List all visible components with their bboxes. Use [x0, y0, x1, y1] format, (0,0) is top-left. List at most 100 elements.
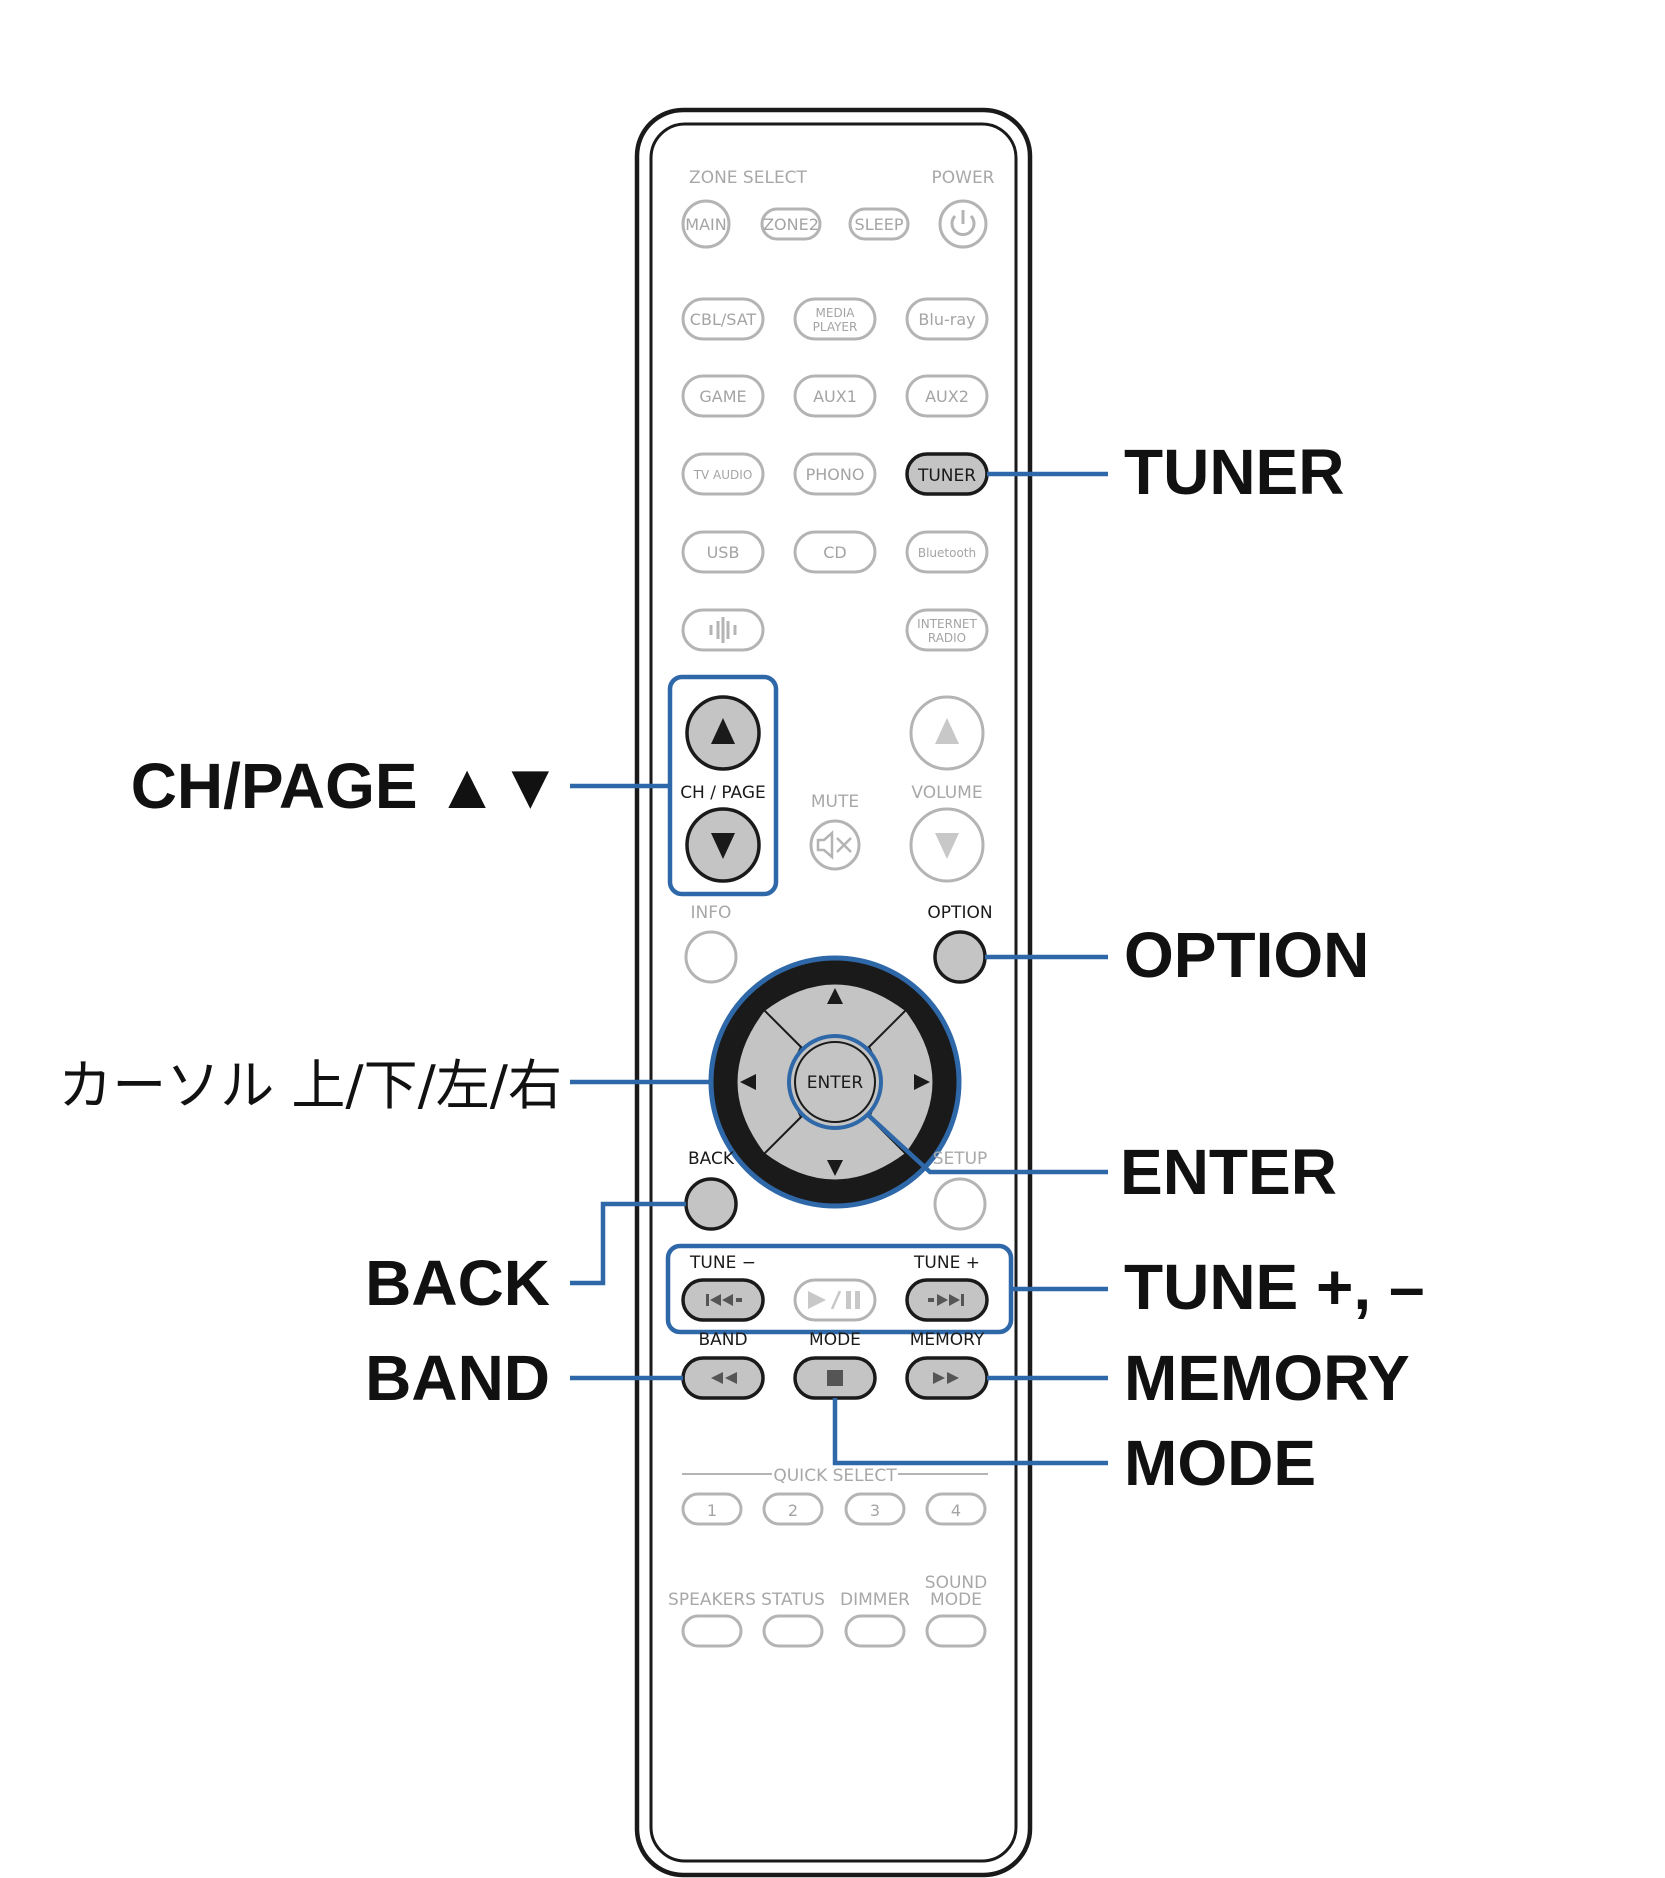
band-button[interactable]	[681, 1356, 765, 1400]
callout-option: OPTION	[1124, 919, 1369, 991]
bluray-button[interactable]: Blu-ray	[905, 297, 989, 341]
rewind-icon	[711, 1372, 737, 1384]
quick-select-2-button[interactable]: 2	[762, 1492, 824, 1526]
callout-cursor: カーソル 上/下/左/右	[58, 1054, 562, 1117]
arrow-left-icon	[740, 1074, 756, 1090]
enter-button[interactable]: ENTER	[787, 1034, 883, 1130]
volume-down-button[interactable]	[909, 807, 985, 883]
radio-label: RADIO	[928, 631, 966, 645]
zone-select-label: ZONE SELECT	[689, 168, 808, 188]
tuner-button[interactable]: TUNER	[905, 452, 989, 496]
quick-select-4-button[interactable]: 4	[925, 1492, 987, 1526]
tune-plus-label: TUNE +	[913, 1253, 980, 1273]
callout-ch-page: CH/PAGE ▲▼	[131, 750, 562, 822]
memory-button[interactable]	[905, 1356, 989, 1400]
phono-button[interactable]: PHONO	[793, 452, 877, 496]
zone2-label: ZONE2	[763, 215, 819, 234]
usb-button[interactable]: USB	[681, 530, 765, 574]
main-label: MAIN	[685, 215, 726, 234]
sound-mode-label: MODE	[930, 1590, 982, 1610]
game-button[interactable]: GAME	[681, 374, 765, 418]
usb-label: USB	[707, 543, 740, 562]
speakers-label: SPEAKERS	[668, 1590, 756, 1610]
tv-audio-label: TV AUDIO	[693, 468, 753, 482]
sleep-button[interactable]: SLEEP	[848, 207, 910, 241]
power-button[interactable]	[938, 199, 988, 249]
callout-back: BACK	[365, 1247, 550, 1319]
cbl-sat-label: CBL/SAT	[690, 310, 757, 329]
callout-tuner: TUNER	[1124, 436, 1344, 508]
tv-audio-button[interactable]: TV AUDIO	[681, 452, 765, 496]
leader-lines	[570, 471, 1108, 1466]
dimmer-button[interactable]	[844, 1614, 906, 1648]
info-button[interactable]	[684, 930, 738, 984]
enter-button-label: ENTER	[807, 1073, 864, 1093]
callout-tune: TUNE +, –	[1124, 1251, 1425, 1323]
power-label: POWER	[932, 168, 995, 188]
main-button[interactable]: MAIN	[681, 199, 731, 249]
media-label: MEDIA	[816, 306, 856, 320]
arrow-up-icon	[827, 988, 843, 1004]
ch-page-up-button[interactable]	[685, 695, 761, 771]
aux2-button[interactable]: AUX2	[905, 374, 989, 418]
internet-label: INTERNET	[917, 617, 977, 631]
quick-2-label: 2	[788, 1501, 798, 1520]
tune-minus-label: TUNE −	[689, 1253, 756, 1273]
player-label: PLAYER	[813, 320, 858, 334]
callout-mode: MODE	[1124, 1427, 1316, 1499]
quick-select-1-button[interactable]: 1	[681, 1492, 743, 1526]
status-label: STATUS	[761, 1590, 825, 1610]
cursor-pad[interactable]: ENTER	[708, 955, 962, 1209]
tuner-button-label: TUNER	[917, 466, 976, 486]
game-label: GAME	[699, 387, 746, 406]
aux1-button[interactable]: AUX1	[793, 374, 877, 418]
callout-enter: ENTER	[1120, 1136, 1337, 1208]
aux2-label: AUX2	[925, 387, 969, 406]
internet-radio-button[interactable]: INTERNET RADIO	[905, 608, 989, 652]
fast-forward-icon	[933, 1372, 959, 1384]
sound-label: SOUND	[925, 1573, 987, 1593]
back-button[interactable]	[684, 1177, 738, 1231]
leader-back	[570, 1201, 686, 1286]
speaker-mute-icon	[816, 830, 852, 860]
bluetooth-button[interactable]: Bluetooth	[905, 530, 989, 574]
ch-page-down-button[interactable]	[685, 807, 761, 883]
cd-button[interactable]: CD	[793, 530, 877, 574]
leader-enter	[865, 1112, 1108, 1175]
play-pause-icon	[808, 1290, 860, 1310]
bluetooth-label: Bluetooth	[918, 546, 976, 560]
quick-select-3-button[interactable]: 3	[844, 1492, 906, 1526]
cbl-sat-button[interactable]: CBL/SAT	[681, 297, 765, 341]
volume-up-button[interactable]	[909, 695, 985, 771]
cd-label: CD	[823, 543, 847, 562]
media-player-button[interactable]: MEDIA PLAYER	[793, 297, 877, 341]
speakers-button[interactable]	[681, 1614, 743, 1648]
aux1-label: AUX1	[813, 387, 857, 406]
volume-up-icon	[935, 718, 959, 744]
arrow-right-icon	[914, 1074, 930, 1090]
power-icon	[950, 210, 976, 236]
play-pause-button[interactable]	[793, 1278, 877, 1322]
arrow-down-icon	[827, 1160, 843, 1176]
tune-plus-button[interactable]	[905, 1278, 989, 1322]
option-button[interactable]	[933, 930, 987, 984]
mode-button[interactable]	[793, 1356, 877, 1400]
callout-band: BAND	[365, 1342, 550, 1414]
mute-button[interactable]	[809, 819, 861, 871]
zone2-button[interactable]: ZONE2	[760, 207, 822, 241]
sound-mode-button[interactable]	[925, 1614, 987, 1648]
setup-button[interactable]	[933, 1177, 987, 1231]
callout-memory: MEMORY	[1124, 1342, 1410, 1414]
skip-back-icon	[706, 1294, 742, 1306]
mode-label: MODE	[809, 1330, 861, 1350]
phono-label: PHONO	[806, 465, 865, 484]
info-label: INFO	[691, 903, 732, 923]
quick-4-label: 4	[951, 1501, 961, 1520]
volume-label: VOLUME	[911, 783, 982, 803]
tune-minus-button[interactable]	[681, 1278, 765, 1322]
triangle-down-icon	[711, 833, 735, 859]
status-button[interactable]	[762, 1614, 824, 1648]
heos-button[interactable]	[681, 608, 765, 652]
bluray-label: Blu-ray	[918, 310, 975, 329]
